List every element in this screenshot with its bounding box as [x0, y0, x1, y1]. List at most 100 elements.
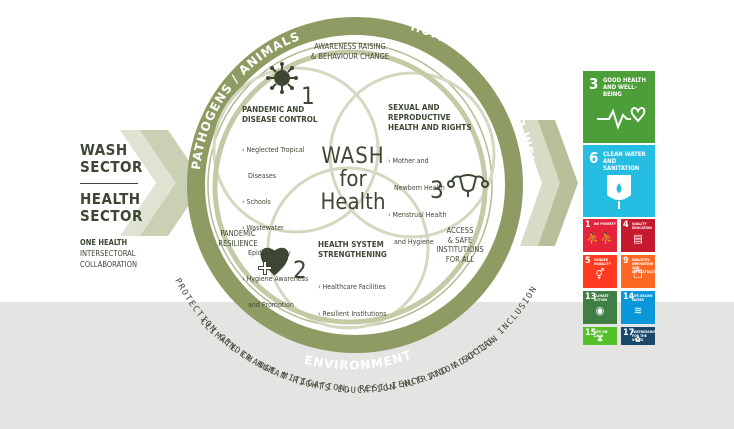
sdg-1-label: NO POVERTY: [594, 222, 616, 226]
section-3-title-line: HEALTH AND RIGHTS: [388, 123, 472, 132]
sdg-4-label: QUALITY EDUCATION: [632, 222, 652, 230]
eye-globe-icon: ◉: [595, 304, 605, 317]
sdg-15-label: LIFE ON LAND: [594, 330, 608, 338]
cubes-icon: ❒: [633, 268, 643, 281]
section-3-title-line: REPRODUCTIVE: [388, 113, 451, 122]
sdg-6-label: CLEAN WATER AND SANITATION: [603, 151, 646, 172]
fish-icon: ≋: [633, 304, 643, 317]
section-1-title-line: PANDEMIC AND: [242, 105, 305, 114]
wash-label-line2: SECTOR: [80, 158, 143, 176]
sdg-13-label: CLIMATE ACTION: [594, 294, 609, 302]
list-item: › Neglected Tropical: [242, 146, 305, 155]
sdg-1-number: 1: [585, 220, 591, 230]
health-label-line1: HEALTH: [80, 190, 141, 208]
sdg-15-tile: 15 LIFE ON LAND ♣: [583, 327, 617, 345]
sdg-6-number: 6: [589, 149, 599, 167]
sdg-14-number: 14: [623, 292, 635, 302]
list-item: Newborn Health: [388, 184, 445, 192]
awareness-label: AWARENESS RAISING & BEHAVIOUR CHANGE: [300, 42, 400, 62]
sdg-6-tile: 6 CLEAN WATER AND SANITATION: [583, 145, 655, 217]
sdg-3-number: 3: [589, 75, 599, 93]
section-1-title: PANDEMIC AND DISEASE CONTROL: [242, 105, 318, 125]
section-1-title-line: DISEASE CONTROL: [242, 115, 318, 124]
petal-1-circle: [212, 66, 380, 234]
sdg-14-tile: 14 LIFE BELOW WATER ≋: [621, 291, 655, 324]
section-2-title: HEALTH SYSTEM STRENGTHENING: [318, 240, 387, 260]
center-line2: for: [339, 167, 367, 192]
sdg-13-number: 13: [585, 292, 597, 302]
list-item: Epidemiology: [242, 249, 291, 258]
access-line: & SAFE: [447, 235, 473, 245]
list-item: Diseases: [242, 171, 277, 180]
access-label: ACCESS & SAFE INSTITUTIONS FOR ALL: [430, 226, 490, 264]
virus-icon: [266, 62, 298, 94]
sdg-9-label: INDUSTRY, INNOVATION AND INFRASTRUCTURE: [632, 258, 663, 274]
petal-3-circle: [328, 71, 496, 239]
sdg-4-tile: 4 QUALITY EDUCATION ▤: [621, 219, 655, 252]
pandemic-resilience-label: PANDEMIC RESILIENCE: [208, 229, 268, 249]
center-line1: WASH: [321, 144, 385, 169]
health-sector-label: HEALTH SECTOR: [80, 191, 143, 225]
list-item: › Resilient Institutions: [318, 310, 387, 318]
sdg-1-tile: 1 NO POVERTY ⛹⛹: [583, 219, 617, 252]
pandemic-resilience-line: RESILIENCE: [218, 239, 258, 248]
list-item: › Schools: [242, 197, 271, 206]
list-item: › Hygiene Awareness: [242, 275, 309, 284]
pandemic-resilience-line: PANDEMIC: [220, 229, 256, 238]
heartbeat-icon: [597, 107, 646, 130]
list-item: › Mother and: [388, 157, 429, 165]
access-line: ACCESS: [446, 226, 474, 235]
sdg-15-number: 15: [585, 328, 597, 338]
one-health-line: ONE HEALTH: [80, 238, 128, 247]
wash-label-line1: WASH: [80, 141, 128, 159]
center-line3: Health: [320, 190, 386, 215]
sdg-5-label: GENDER EQUALITY: [594, 258, 611, 266]
sdg-3-label: GOOD HEALTH AND WELL-BEING: [603, 77, 646, 98]
sdg-13-tile: 13 CLIMATE ACTION ◉: [583, 291, 617, 324]
right-chevron-mid: [535, 120, 578, 246]
sdg-3-tile: 3 GOOD HEALTH AND WELL-BEING: [583, 71, 655, 143]
sdg-5-number: 5: [585, 256, 591, 266]
list-item: › Healthcare Facilities: [318, 283, 386, 291]
rings-icon: ✿: [634, 335, 642, 344]
sdg-14-label: LIFE BELOW WATER: [632, 294, 653, 302]
awareness-line: AWARENESS RAISING: [314, 42, 386, 51]
list-item: › Wastewater: [242, 223, 284, 232]
access-line: INSTITUTIONS: [436, 245, 484, 254]
list-item: and Hygiene: [388, 238, 434, 246]
gender-icon: ⚥: [595, 268, 605, 281]
family-icon: ⛹⛹: [586, 232, 614, 245]
section-2-title-line: HEALTH SYSTEM: [318, 240, 384, 249]
list-item: › Menstrual Health: [388, 211, 447, 219]
health-label-line2: SECTOR: [80, 207, 143, 225]
water-drop-icon: [607, 175, 631, 209]
awareness-line: & BEHAVIOUR CHANGE: [310, 52, 390, 61]
list-item: and Promotion: [242, 300, 294, 309]
sector-divider: [80, 183, 138, 184]
sdg-9-tile: 9 INDUSTRY, INNOVATION AND INFRASTRUCTUR…: [621, 255, 663, 288]
sdg-4-number: 4: [623, 220, 629, 230]
section-3-number: 3: [430, 176, 444, 204]
sdg-17-label: PARTNERSHIPS FOR THE GOALS: [632, 330, 655, 342]
sdg-17-number: 17: [623, 328, 635, 338]
heart-plus-icon: [258, 247, 289, 276]
section-3-title: SEXUAL AND REPRODUCTIVE HEALTH AND RIGHT…: [388, 103, 472, 133]
one-health-line: COLLABORATION: [80, 260, 138, 269]
one-health-label: ONE HEALTH INTERSECTORAL COLLABORATION: [80, 237, 137, 270]
uterus-icon: [447, 174, 489, 197]
section-2-title-line: STRENGTHENING: [318, 250, 387, 259]
wash-sector-label: WASH SECTOR: [80, 142, 143, 176]
sdg-5-tile: 5 GENDER EQUALITY ⚥: [583, 255, 617, 288]
one-health-line: INTERSECTORAL: [80, 249, 136, 258]
section-3-title-line: SEXUAL AND: [388, 103, 440, 112]
section-2-list: › Healthcare Facilities › Resilient Inst…: [318, 265, 386, 328]
center-title: WASH for Health: [308, 145, 398, 214]
section-1-list: › Neglected Tropical Diseases › Schools …: [242, 129, 308, 318]
book-icon: ▤: [633, 232, 643, 245]
section-2-number: 2: [293, 256, 307, 284]
sdg-9-number: 9: [623, 256, 629, 266]
right-chevron-light: [520, 120, 560, 246]
sdg-17-tile: 17 PARTNERSHIPS FOR THE GOALS ✿: [621, 327, 655, 345]
tree-icon: ♣: [596, 335, 604, 344]
